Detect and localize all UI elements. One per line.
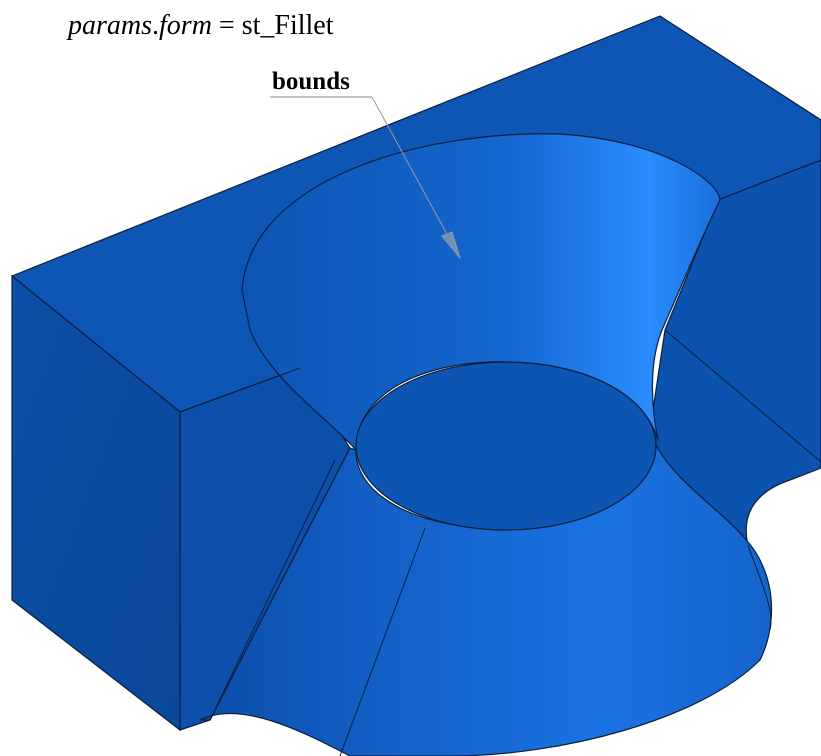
edge-line (339, 527, 426, 756)
params-form-caption: params.form = st_Fillet (68, 6, 334, 46)
edge-line (209, 459, 336, 721)
caption-equals: = (211, 10, 242, 41)
callout-arrowhead (441, 231, 461, 259)
caption-field-name: form (159, 10, 212, 41)
caption-dot: . (152, 10, 160, 41)
edge-line (747, 544, 772, 631)
caption-var-name: params (68, 10, 153, 41)
hole-floor (355, 361, 657, 531)
caption-value: st_Fillet (241, 10, 334, 41)
edge-line (179, 367, 301, 413)
edge-line (664, 329, 821, 463)
bounds-callout-label: bounds (272, 68, 350, 95)
callout-leader-line (371, 96, 461, 259)
